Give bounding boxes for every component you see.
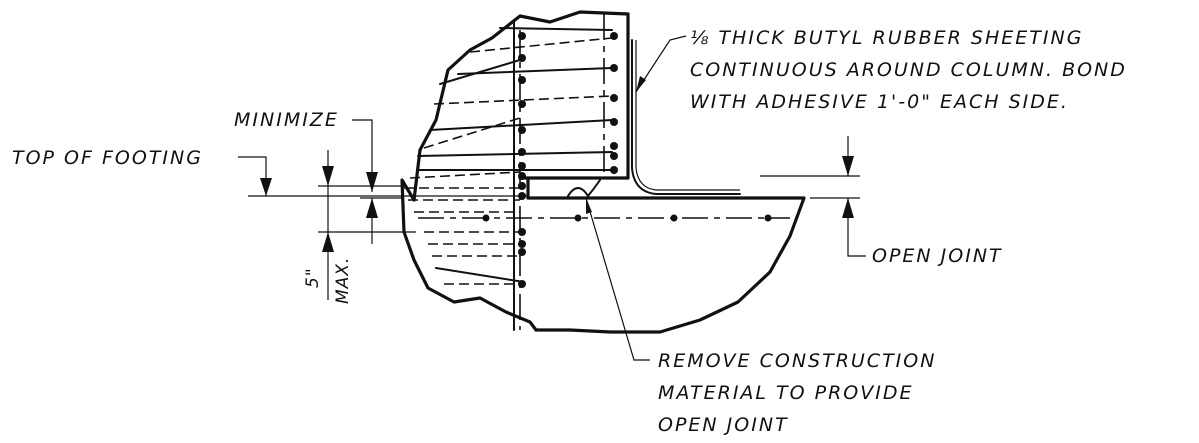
open-joint-arrow-up <box>842 198 854 218</box>
remove-note-line1: REMOVE CONSTRUCTION <box>658 350 936 372</box>
open-joint-mark <box>567 179 601 198</box>
open-joint-label: OPEN JOINT <box>872 245 1003 267</box>
remove-note-line3: OPEN JOINT <box>658 414 789 436</box>
minimize-arrow-down <box>366 172 378 192</box>
minimize-leader <box>352 119 373 192</box>
sheeting-leader-arrow <box>636 76 646 92</box>
remove-note-line2: MATERIAL TO PROVIDE <box>658 382 914 404</box>
sheeting-note-line1: ⅛ THICK BUTYL RUBBER SHEETING <box>690 27 1083 49</box>
top-of-footing-leader <box>238 156 267 196</box>
footing-reinforcing <box>404 187 790 285</box>
rebar-dots <box>482 32 772 288</box>
dim-max-label: MAX. <box>333 257 353 304</box>
minimize-arrow-up <box>366 198 378 218</box>
dim-value-label: 5" <box>303 267 323 288</box>
rubber-sheeting-inner <box>635 40 740 191</box>
minimize-label: MINIMIZE <box>234 109 339 131</box>
sheeting-leader <box>635 35 687 93</box>
sheeting-note-line3: WITH ADHESIVE 1'-0" EACH SIDE. <box>690 91 1069 113</box>
column-base-notch <box>518 176 630 200</box>
open-joint-arrow-down <box>842 156 854 176</box>
top-of-footing-label: TOP OF FOOTING <box>12 147 203 169</box>
column-ties <box>409 27 613 179</box>
footing-outline <box>526 196 806 334</box>
remove-leader-arrow <box>586 198 592 214</box>
sheeting-note-line2: CONTINUOUS AROUND COLUMN. BOND <box>690 59 1127 81</box>
remove-leader <box>585 197 650 361</box>
rubber-sheeting <box>631 39 741 195</box>
top-of-footing-arrow <box>260 178 272 196</box>
